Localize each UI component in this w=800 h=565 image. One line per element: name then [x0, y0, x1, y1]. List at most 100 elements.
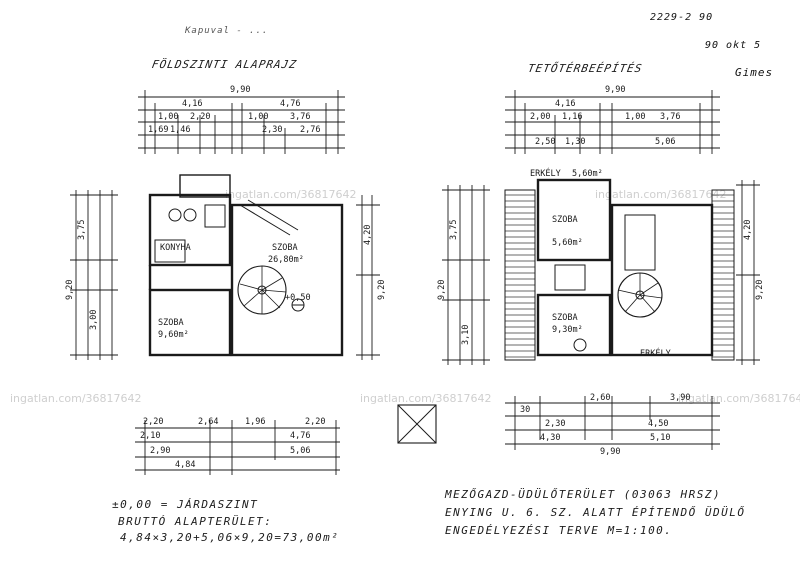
dim-label: 2,20	[143, 417, 163, 427]
attic-plan	[397, 90, 760, 450]
dim-label: 3,75	[77, 220, 87, 240]
bathroom	[554, 264, 586, 291]
dim-label: 2,00	[530, 112, 550, 122]
dim-label: 3,10	[461, 325, 471, 345]
room-label: SZOBA	[158, 318, 184, 328]
dim-label: 3,90	[670, 393, 690, 403]
dim-label: 1,46	[170, 125, 190, 135]
dim-label: 2,10	[140, 431, 160, 441]
balcony-hatch	[504, 189, 536, 361]
cupboard	[624, 214, 656, 271]
right-dims	[356, 195, 380, 360]
dim-label: 30	[520, 405, 530, 415]
gross-area-label: BRUTTÓ ALAPTERÜLET:	[118, 515, 273, 528]
watermark: ingatlan.com/36817642	[678, 392, 800, 405]
dim-label: 1,16	[562, 112, 582, 122]
dim-label: 3,75	[449, 220, 459, 240]
room-label: SZOBA	[552, 215, 578, 225]
dim-label: 9,90	[600, 447, 620, 457]
room-area: 5,60m²	[552, 238, 583, 248]
dim-label: 9,90	[230, 85, 250, 95]
dim-label: 1,96	[245, 417, 265, 427]
dim-label: 2,76	[300, 125, 320, 135]
project-description-line3: ENGEDÉLYEZÉSI TERVE M=1:100.	[445, 524, 673, 537]
dim-label: 2,30	[545, 419, 565, 429]
watermark: ingatlan.com/36817642	[225, 188, 357, 201]
project-description-line2: ENYING U. 6. SZ. ALATT ÉPÍTENDŐ ÜDÜLŐ	[445, 506, 746, 519]
dim-label: 9,20	[65, 280, 75, 300]
dim-label: 9,20	[755, 280, 765, 300]
ground-floor-vertical-labels: 3,75 9,20 3,00 4,20 9,20	[65, 220, 387, 330]
ground-floor-note: Kapuval - ...	[185, 26, 269, 36]
wall-block	[536, 293, 612, 357]
north-arrow	[397, 404, 437, 444]
dim-label: 2,64	[198, 417, 218, 427]
room-label: SZOBA	[552, 313, 578, 323]
dim-label: 9,20	[377, 280, 387, 300]
room-label: SZOBA	[272, 243, 298, 253]
ground-floor-labels: 9,90 4,16 4,76 1,00 2,20 1,00 3,76 1,69 …	[140, 85, 325, 470]
dim-label: 5,10	[650, 433, 670, 443]
registration-date: 90 okt 5	[705, 40, 762, 51]
registration-stamp: 2229-2 90	[650, 12, 714, 23]
dim-label: 5,06	[655, 137, 675, 147]
dim-label: 4,16	[182, 99, 202, 109]
watermark: ingatlan.com/36817642	[10, 392, 142, 405]
watermark: ingatlan.com/36817642	[360, 392, 492, 405]
dim-label: 3,76	[290, 112, 310, 122]
dim-label: 4,50	[648, 419, 668, 429]
dim-label: 1,30	[565, 137, 585, 147]
dim-label: 2,20	[190, 112, 210, 122]
level-reference-note: ±0,00 = JÁRDASZINT	[112, 498, 259, 511]
dim-label: 2,60	[590, 393, 610, 403]
left-dims	[70, 190, 118, 360]
watermark: ingatlan.com/36817642	[595, 188, 727, 201]
room-label: ERKÉLY	[530, 167, 561, 179]
level-mark: +0,50	[285, 293, 311, 303]
room-area: 9,60m²	[158, 330, 189, 340]
attic-labels: 9,90 4,16 2,00 1,16 1,00 3,76 2,50 1,30 …	[520, 85, 690, 457]
dim-label: 4,84	[175, 460, 195, 470]
dim-label: 4,30	[540, 433, 560, 443]
dim-label: 2,90	[150, 446, 170, 456]
dim-label: 4,76	[290, 431, 310, 441]
dim-label: 3,00	[89, 310, 99, 330]
attic-vertical-labels: 3,75 9,20 3,10 4,20 9,20	[437, 220, 765, 345]
dim-label: 2,50	[535, 137, 555, 147]
dim-label: 1,69	[148, 125, 168, 135]
dim-label: 3,76	[660, 112, 680, 122]
wall-block	[230, 203, 344, 357]
dim-label: 2,20	[305, 417, 325, 427]
wall-block	[536, 178, 612, 262]
dim-lines	[505, 90, 720, 154]
dim-label: 4,16	[555, 99, 575, 109]
ground-floor-plan	[70, 90, 380, 475]
gross-area-formula: 4,84×3,20+5,06×9,20=73,00m²	[120, 531, 340, 544]
room-area: 5,60m²	[572, 169, 603, 179]
wall-block	[610, 203, 714, 357]
porch	[179, 174, 231, 198]
dim-label: 4,20	[363, 225, 373, 245]
room-label-kitchen: KONYHA	[160, 243, 191, 253]
room-area: 26,80m²	[268, 255, 304, 265]
dim-label: 1,00	[158, 112, 178, 122]
wall-block	[148, 288, 232, 357]
bottom-dims	[135, 420, 340, 475]
dim-label: 2,30	[262, 125, 282, 135]
room-area: 9,30m²	[552, 325, 583, 335]
signature: Gimes	[735, 66, 774, 79]
project-description-line1: MEZŐGAZD-ÜDÜLŐTERÜLET (03063 HRSZ)	[445, 488, 722, 501]
dim-label: 9,20	[437, 280, 447, 300]
dim-label: 9,90	[605, 85, 625, 95]
dim-label: 5,06	[290, 446, 310, 456]
balcony-hatch	[711, 189, 735, 361]
dim-ticks	[144, 90, 339, 154]
dim-label: 1,00	[625, 112, 645, 122]
room-label: ERKÉLY	[640, 347, 671, 359]
wall-block	[148, 193, 232, 267]
dim-label: 4,76	[280, 99, 300, 109]
dim-label: 1,00	[248, 112, 268, 122]
dim-label: 4,20	[743, 220, 753, 240]
